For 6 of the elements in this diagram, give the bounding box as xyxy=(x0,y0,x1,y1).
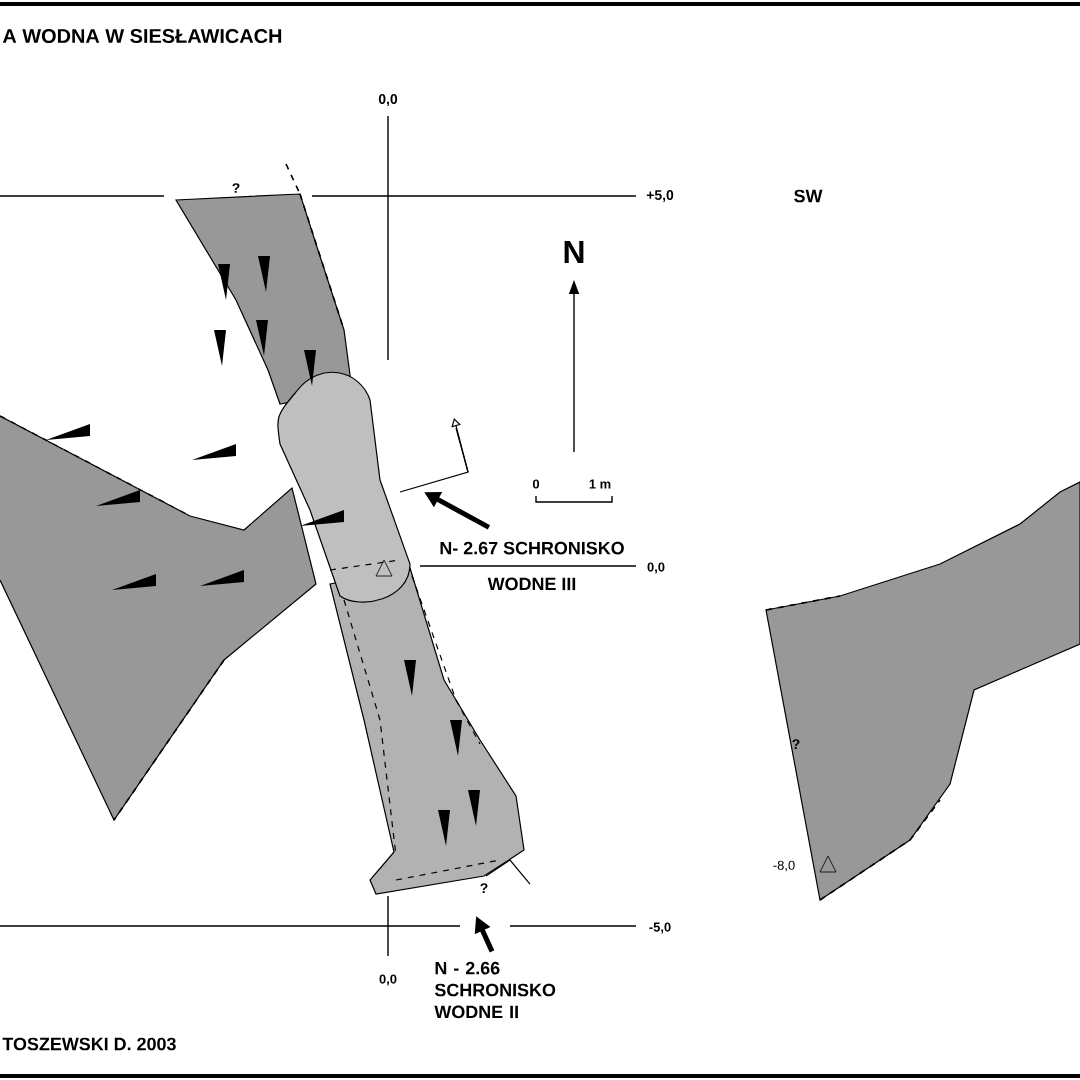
author-credit: TOSZEWSKI D. 2003 xyxy=(2,1037,176,1051)
title: A WODNA W SIESŁAWICACH xyxy=(2,28,282,44)
entrance-label: N - 2.66 SCHRONISKO WODNE II xyxy=(434,961,556,1019)
profile-label: SW xyxy=(794,189,823,203)
north-label: N xyxy=(564,241,584,263)
entrance-label: N- 2.67 SCHRONISKO WODNE III xyxy=(440,541,624,591)
